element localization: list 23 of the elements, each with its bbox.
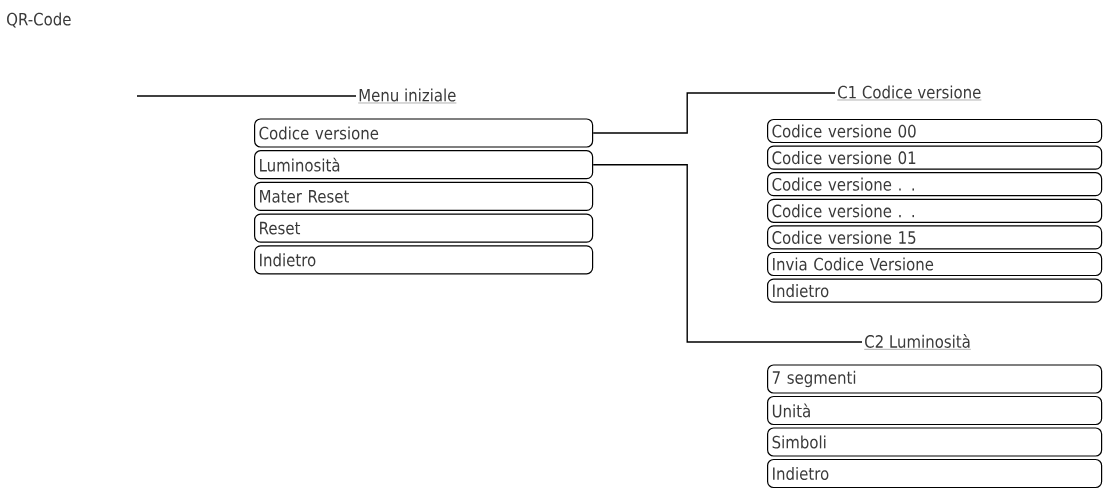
menu-item-box: Unità	[767, 395, 1103, 426]
menu-item-box: Indietro	[767, 458, 1103, 489]
connector-line	[136, 95, 357, 97]
menu-heading: Menu iniziale	[358, 88, 457, 104]
connector-line	[592, 164, 863, 343]
menu-item-box: Codice versione 01	[767, 145, 1103, 170]
menu-item-box: Mater Reset	[254, 181, 594, 211]
menu-item-box: Codice versione . .	[767, 198, 1103, 223]
menu-item-box: Codice versione 00	[767, 118, 1103, 144]
menu-item-box: Reset	[254, 213, 594, 243]
menu-item-box: Indietro	[254, 245, 594, 275]
menu-item-box: Indietro	[767, 278, 1103, 303]
menu-item-box: Invia Codice Versione	[767, 251, 1103, 277]
menu-item-box: Luminosità	[254, 150, 594, 180]
menu-heading: C1 Codice versione	[837, 85, 982, 101]
menu-item-box: Codice versione	[254, 118, 594, 148]
menu-item-box: 7 segmenti	[767, 364, 1103, 394]
menu-item-box: Simboli	[767, 427, 1103, 457]
connector-line	[592, 92, 836, 134]
menu-heading: C2 Luminosità	[864, 334, 972, 350]
menu-item-box: Codice versione 15	[767, 225, 1103, 250]
menu-item-box: Codice versione . .	[767, 172, 1103, 197]
caption-label: QR-Code	[7, 12, 71, 28]
